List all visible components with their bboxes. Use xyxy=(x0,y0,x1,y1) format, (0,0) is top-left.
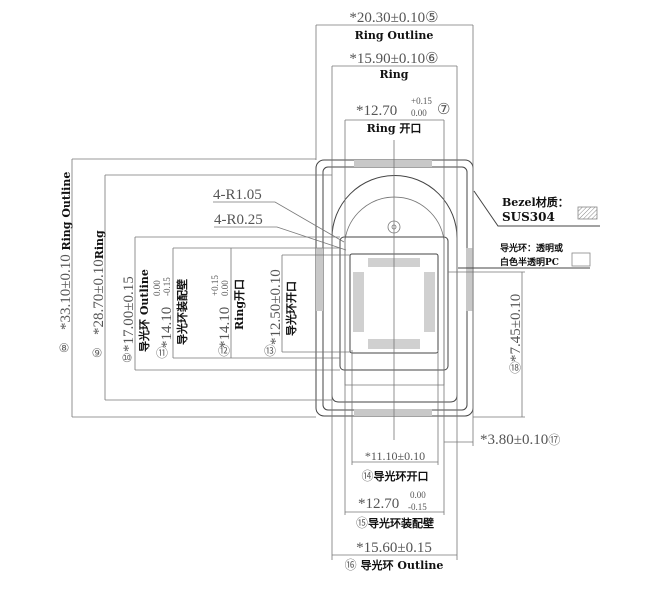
svg-text:*3.80±0.10⑰: *3.80±0.10⑰ xyxy=(480,432,560,448)
dim-ring-outline-width: *20.30±0.10⑤ Ring Outline xyxy=(349,10,438,42)
svg-text:*12.70: *12.70 xyxy=(358,496,399,512)
dim-ring-width: *15.90±0.10⑥ Ring xyxy=(349,51,438,81)
svg-text:⑫: ⑫ xyxy=(218,344,230,358)
dim-ring-height: *28.70±0.10Ring ⑨ xyxy=(91,230,107,360)
svg-text:*14.10: *14.10 xyxy=(159,307,175,348)
svg-text:导光环 Outline: 导光环 Outline xyxy=(137,269,151,352)
svg-text:*15.60±0.15: *15.60±0.15 xyxy=(356,540,432,556)
svg-text:⑭导光环开口: ⑭导光环开口 xyxy=(361,469,428,483)
radius-callout-r105: 4-R1.05 xyxy=(213,187,345,243)
dim-ring-outline-height: *33.10±0.10 Ring Outline ⑧ xyxy=(58,172,74,355)
svg-text:-0.15: -0.15 xyxy=(162,277,172,296)
svg-text:Ring 开口: Ring 开口 xyxy=(367,122,422,135)
dim-lightguide-wall-width: *12.70 0.00 -0.15 ⑮导光环装配壁 xyxy=(356,490,434,530)
svg-text:⑪: ⑪ xyxy=(156,346,168,360)
dim-ring-opening-height: *14.10 +0.15 0.00 Ring开口 ⑫ xyxy=(210,275,246,358)
svg-text:-0.15: -0.15 xyxy=(408,502,427,512)
svg-text:*14.10: *14.10 xyxy=(217,307,233,348)
svg-text:导光环装配壁: 导光环装配壁 xyxy=(175,279,189,345)
svg-text:Ring Outline: Ring Outline xyxy=(355,29,434,42)
dim-offset-vertical: *7.45±0.10 ⑱ xyxy=(508,294,524,375)
note-bezel-material: Bezel材质： SUS304 xyxy=(473,190,600,227)
svg-text:+0.15: +0.15 xyxy=(210,275,220,296)
svg-text:导光环：透明或: 导光环：透明或 xyxy=(500,242,563,254)
dim-lightguide-wall-height: *14.10 0.00 -0.15 导光环装配壁 ⑪ xyxy=(152,277,189,360)
svg-text:0.00: 0.00 xyxy=(220,280,230,296)
svg-text:⑩: ⑩ xyxy=(122,351,133,365)
svg-text:*12.70: *12.70 xyxy=(356,103,397,119)
svg-text:*17.00±0.15: *17.00±0.15 xyxy=(121,276,137,352)
svg-text:4-R0.25: 4-R0.25 xyxy=(214,212,263,228)
svg-text:Ring开口: Ring开口 xyxy=(233,279,246,330)
svg-text:*33.10±0.10 Ring Outline: *33.10±0.10 Ring Outline xyxy=(58,172,74,330)
svg-text:4-R1.05: 4-R1.05 xyxy=(213,187,262,203)
blank-swatch xyxy=(571,252,591,267)
dim-ring-opening-width: *12.70 +0.15 0.00 ⑦ Ring 开口 xyxy=(356,96,450,135)
svg-text:*28.70±0.10Ring: *28.70±0.10Ring xyxy=(91,230,107,335)
svg-text:SUS304: SUS304 xyxy=(502,210,555,224)
dim-offset-horizontal: *3.80±0.10⑰ xyxy=(480,432,560,448)
radius-callout-r025: 4-R0.25 xyxy=(214,212,347,251)
svg-text:白色半透明PC: 白色半透明PC xyxy=(500,256,559,268)
svg-text:⑬: ⑬ xyxy=(264,344,276,358)
dim-lightguide-outline-height: *17.00±0.15 导光环 Outline ⑩ xyxy=(121,269,151,365)
svg-text:⑯ 导光环 Outline: ⑯ 导光环 Outline xyxy=(345,556,444,573)
svg-text:导光环开口: 导光环开口 xyxy=(284,281,298,336)
svg-text:Ring: Ring xyxy=(379,68,408,81)
extension-lines xyxy=(72,25,525,560)
svg-text:⑦: ⑦ xyxy=(437,102,450,118)
svg-text:0.00: 0.00 xyxy=(152,280,162,296)
svg-text:*12.50±0.10: *12.50±0.10 xyxy=(268,269,284,345)
svg-text:*20.30±0.10⑤: *20.30±0.10⑤ xyxy=(349,10,438,26)
dim-lightguide-opening-height: *12.50±0.10 导光环开口 ⑬ xyxy=(264,269,298,358)
svg-text:0.00: 0.00 xyxy=(411,108,427,118)
svg-text:*15.90±0.10⑥: *15.90±0.10⑥ xyxy=(349,51,438,67)
svg-text:Bezel材质：: Bezel材质： xyxy=(502,195,569,209)
svg-text:*7.45±0.10: *7.45±0.10 xyxy=(508,294,524,362)
hatch-swatch xyxy=(577,206,598,220)
svg-text:⑧: ⑧ xyxy=(59,341,70,355)
note-lightguide-material: 导光环：透明或 白色半透明PC xyxy=(458,242,591,269)
dim-lightguide-opening-width: *11.10±0.10 ⑭导光环开口 xyxy=(361,449,428,483)
dimension-lines xyxy=(71,24,523,556)
svg-text:⑨: ⑨ xyxy=(92,346,103,360)
dim-lightguide-outline-width: *15.60±0.15 ⑯ 导光环 Outline xyxy=(345,540,444,573)
svg-text:⑮导光环装配壁: ⑮导光环装配壁 xyxy=(356,516,434,530)
svg-text:⑱: ⑱ xyxy=(509,361,521,375)
svg-text:+0.15: +0.15 xyxy=(411,96,432,106)
svg-text:0.00: 0.00 xyxy=(410,490,426,500)
svg-text:*11.10±0.10: *11.10±0.10 xyxy=(365,449,425,463)
